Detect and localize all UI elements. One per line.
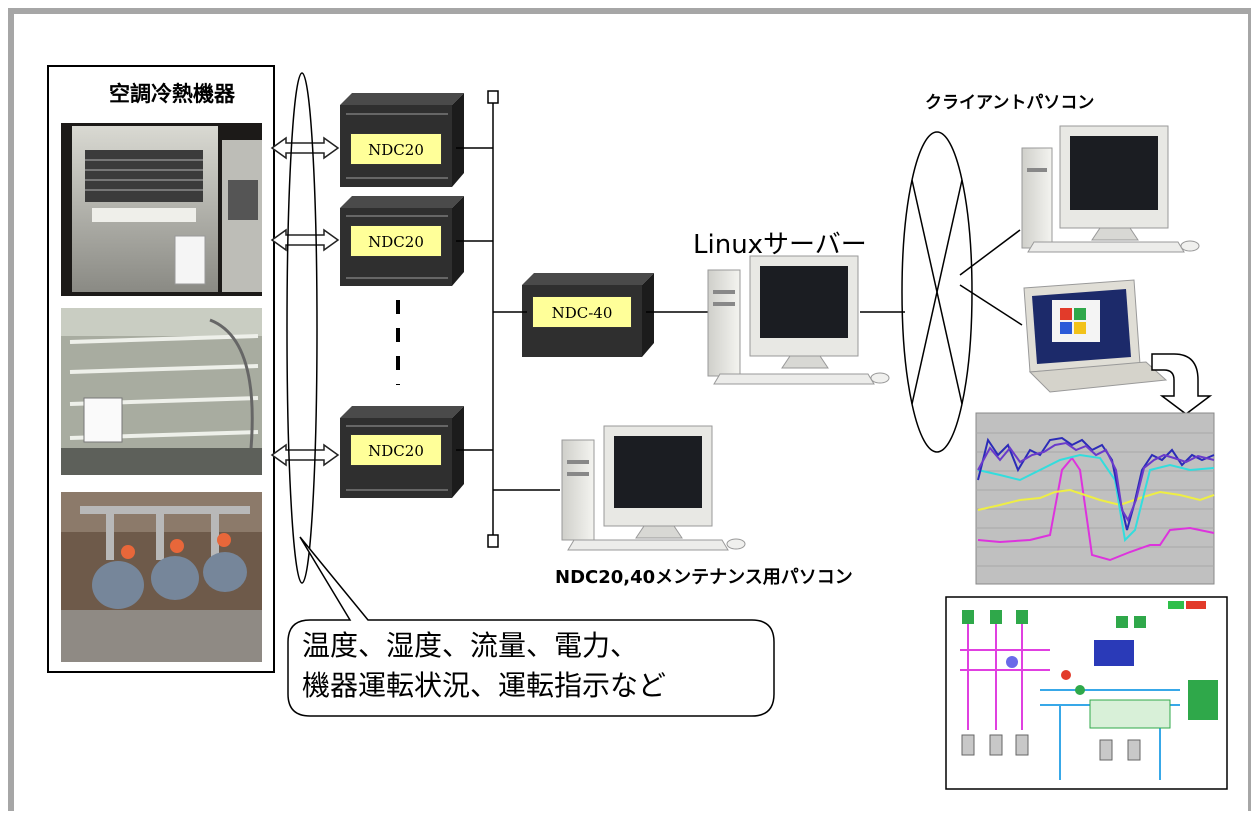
down-arrow-icon [1151, 353, 1213, 415]
linux-server-label: Linuxサーバー [693, 230, 867, 260]
desktop-pc-icon [1021, 125, 1200, 253]
client-pc-label: クライアントパソコン [925, 93, 1095, 113]
maintenance-pc-label: NDC20,40メンテナンス用パソコン [555, 567, 853, 588]
double-arrow-icon [270, 136, 340, 160]
callout-line-2: 機器運転状況、運転指示など [302, 669, 667, 702]
desktop-pc-icon [707, 255, 890, 385]
ndc20-unit-bottom [340, 406, 464, 498]
photo-pumps [61, 492, 262, 662]
network-hub-icon [901, 131, 973, 453]
equipment-panel-title: 空調冷熱機器 [109, 82, 235, 106]
photo-air-conditioner [61, 123, 262, 296]
network-bus [456, 90, 1023, 548]
system-schematic-thumbnail [945, 596, 1228, 790]
outer-frame [8, 8, 1251, 811]
desktop-pc-icon [561, 425, 746, 551]
ndc20-label-top: NDC20 [350, 133, 442, 165]
callout-bubble [287, 536, 775, 717]
laptop-icon [1023, 279, 1168, 393]
ndc20-label-bottom: NDC20 [350, 434, 442, 466]
ndc40-label: NDC-40 [532, 296, 632, 328]
trend-graph-thumbnail [975, 412, 1215, 585]
callout-line-1: 温度、湿度、流量、電力、 [302, 629, 639, 662]
ndc20-label-mid: NDC20 [350, 225, 442, 257]
signal-group-ellipse [286, 72, 318, 584]
double-arrow-icon [270, 228, 340, 252]
double-arrow-icon [270, 443, 340, 467]
photo-showcase [61, 308, 262, 475]
